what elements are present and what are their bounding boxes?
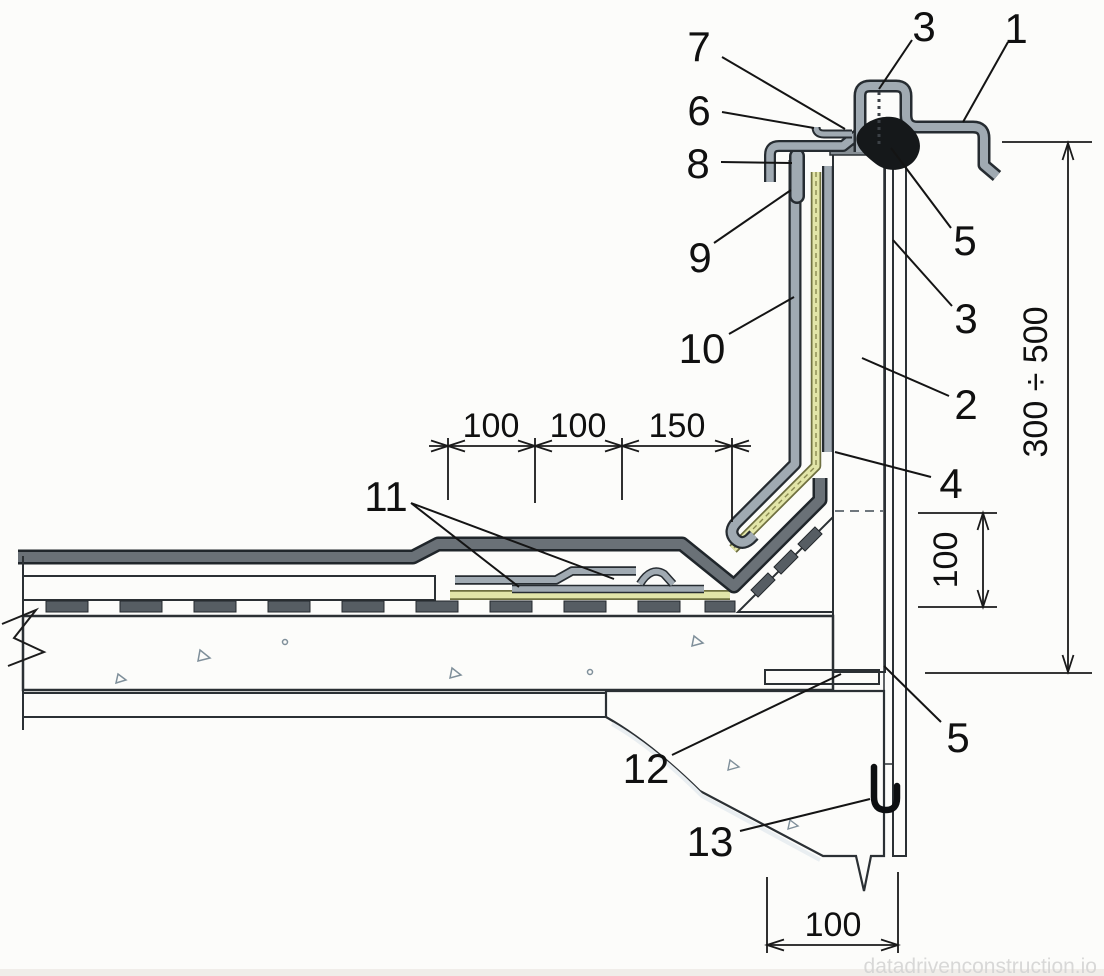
callout-3-side: 3 <box>954 295 977 342</box>
callout-5-bottom: 5 <box>946 714 969 761</box>
ceiling-soffit-group <box>22 692 607 718</box>
roof-insulation <box>22 575 436 601</box>
callout-6: 6 <box>687 87 710 134</box>
lower-wall-group <box>604 689 886 892</box>
dim-overlap-3: 150 <box>649 407 706 445</box>
wall-render-layers <box>883 151 907 857</box>
dimension-parapet-height: 300 ÷ 500 <box>925 140 1092 675</box>
callout-10: 10 <box>679 325 726 372</box>
coping-assembly <box>770 86 997 182</box>
callout-9: 9 <box>688 234 711 281</box>
dim-parapet-height: 300 ÷ 500 <box>1017 306 1055 457</box>
callout-1: 1 <box>1004 5 1027 52</box>
parapet-insulation <box>829 144 889 673</box>
watermark: datadrivenconstruction.io <box>864 955 1097 976</box>
dim-flashing-upstand: 100 <box>927 532 965 589</box>
floor-slab-group <box>21 614 835 692</box>
callout-11: 11 <box>364 473 408 520</box>
callout-12: 12 <box>623 745 670 792</box>
drip-sealant-profile <box>870 763 901 814</box>
main-waterproofing-membrane <box>18 478 820 586</box>
sealant-joint <box>856 116 920 170</box>
vapour-barrier-dabs <box>45 526 823 613</box>
break-lines <box>1 556 47 730</box>
dim-wall-thickness: 100 <box>805 906 862 944</box>
callout-4: 4 <box>939 460 962 507</box>
callout-7: 7 <box>687 23 710 70</box>
dim-overlap-1: 100 <box>463 407 520 445</box>
callout-2: 2 <box>954 381 977 428</box>
callout-labels: 1 2 3 3 4 5 5 6 7 8 9 10 11 12 13 <box>364 3 1027 865</box>
roof-membrane-layers <box>450 571 730 595</box>
dimension-wall-thickness: 100 <box>764 872 901 953</box>
dim-overlap-2: 100 <box>550 407 607 445</box>
callout-3-top: 3 <box>912 3 935 50</box>
callout-leaders <box>410 39 1009 832</box>
callout-5-top: 5 <box>953 217 976 264</box>
callout-8: 8 <box>686 140 709 187</box>
callout-13: 13 <box>687 818 734 865</box>
page-edge-strip <box>0 969 1104 976</box>
dimension-flashing-upstand: 100 <box>918 510 997 610</box>
dimension-roof-overlaps: 100 100 150 <box>429 407 751 522</box>
